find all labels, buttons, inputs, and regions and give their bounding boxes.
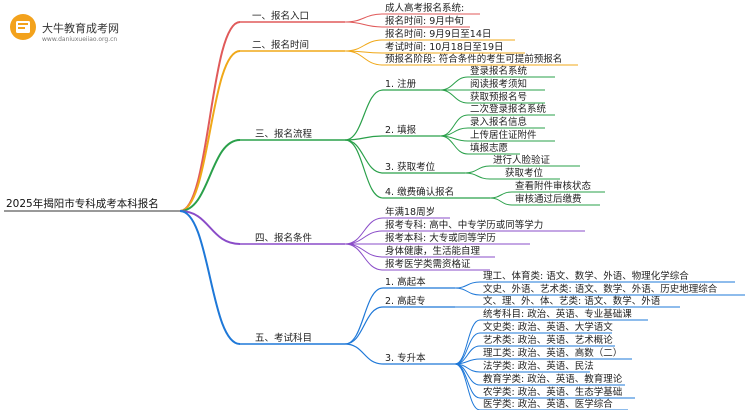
leaf: 法学类: 政治、英语、民法 (483, 361, 594, 372)
leaf: 理工、体育类: 语文、数学、外语、物理化学综合 (483, 271, 689, 282)
leaf-connector (344, 13, 384, 23)
leaf-connector (464, 172, 491, 180)
leaf-connector (464, 165, 491, 174)
sub-high-to-college: 2. 高起专 (385, 296, 426, 307)
branch-connector (179, 210, 241, 345)
leaf: 登录报名系统 (470, 66, 528, 77)
leaf: 报考医学类需资格证 (385, 259, 471, 270)
leaf: 阅读报考须知 (470, 79, 528, 90)
sub-high-to-bachelor: 1. 高起本 (385, 277, 426, 288)
leaf: 预报名阶段: 符合条件的考生可提前预报名 (385, 54, 563, 65)
site-logo: 大牛教育成考网 www.daniuxueiiao.org.cn (8, 12, 168, 52)
leaf: 农学类: 政治、英语、生态学基础 (483, 387, 623, 398)
leaf-connector (344, 50, 384, 66)
leaf: 二次登录报名系统 (470, 104, 547, 115)
leaf-connector (344, 243, 384, 271)
branch-signup-conditions: 四、报名条件 (255, 233, 313, 244)
leaf-connector (344, 230, 384, 245)
branch-connector (179, 21, 241, 212)
leaf-connector (439, 135, 469, 155)
leaf: 文史类: 政治、英语、大学语文 (483, 322, 613, 333)
leaf-connector (489, 197, 513, 206)
leaf: 进行人脸验证 (493, 155, 551, 166)
leaf-connector (489, 191, 513, 199)
branch-signup-time: 二、报名时间 (252, 40, 310, 51)
leaf: 报名时间: 9月9日至14日 (385, 29, 492, 40)
leaf-connector (454, 363, 481, 399)
leaf: 报考本科: 大专或同等学历 (385, 233, 496, 244)
branch-signup-entry: 一、报名入口 (252, 11, 310, 22)
leaf-connector (454, 332, 481, 365)
leaf-connector (439, 76, 469, 91)
leaf: 理工类: 政治、英语、高数（二） (483, 348, 623, 359)
leaf: 年满18周岁 (385, 207, 436, 218)
leaf: 获取考位 (505, 168, 544, 179)
sub-register: 1. 注册 (385, 79, 417, 90)
branch-connector (179, 210, 241, 245)
book-logo-icon (10, 14, 36, 40)
leaf-connector (344, 243, 384, 258)
leaf: 身体健康，生活能自理 (385, 246, 481, 257)
leaf: 报考专科: 高中、中专学历或同等学力 (385, 220, 544, 231)
branch-signup-process: 三、报名流程 (255, 129, 313, 140)
leaf-connector (454, 281, 481, 289)
leaf: 审核通过后缴费 (515, 194, 582, 205)
logo-name: 大牛教育成考网 (42, 22, 119, 35)
sub-connector (344, 89, 384, 141)
leaf: 考试时间: 10月18日至19日 (385, 42, 504, 53)
root-topic: 2025年揭阳市专科成考本科报名 (6, 198, 159, 210)
sub-get-seat: 3. 获取考位 (385, 162, 436, 173)
leaf: 文史、外语、艺术类: 语文、数学、外语、历史地理综合 (483, 284, 718, 295)
leaf: 教育学类: 政治、英语、教育理论 (483, 374, 623, 385)
sub-connector (344, 139, 384, 199)
branch-exam-subjects: 五、考试科目 (255, 333, 313, 344)
leaf: 录入报名信息 (470, 117, 528, 128)
leaf-connector (454, 319, 481, 365)
sub-college-to-bachelor: 3. 专升本 (385, 353, 426, 364)
leaf: 查看附件审核状态 (515, 181, 592, 192)
leaf-connector (439, 114, 469, 137)
leaf: 艺术类: 政治、英语、艺术概论 (483, 335, 613, 346)
leaf-connector (344, 39, 384, 52)
leaf: 文、理、外、体、艺类: 语文、数学、外语 (483, 296, 661, 307)
leaf: 医学类: 政治、英语、医学综合 (483, 399, 613, 410)
leaf-connector (344, 21, 384, 28)
leaf: 报名时间: 9月中旬 (385, 16, 464, 27)
sub-pay: 4. 缴费确认报名 (385, 187, 455, 198)
leaf-connector (454, 287, 481, 296)
leaf: 成人高考报名系统: (385, 3, 465, 14)
leaf: 统考科目: 政治、英语、专业基础课 (483, 309, 632, 320)
sub-connector (344, 287, 384, 345)
leaf-connector (454, 363, 481, 410)
leaf: 填报志愿 (470, 143, 509, 154)
logo-url: www.daniuxueiiao.org.cn (42, 36, 118, 43)
branch-connector (179, 50, 241, 212)
leaf: 获取预报名号 (470, 92, 528, 103)
sub-connector (344, 135, 384, 141)
sub-fill: 2. 填报 (385, 125, 417, 136)
sub-connector (344, 306, 384, 345)
branch-connector (179, 139, 241, 212)
leaf: 上传居住证附件 (470, 130, 537, 141)
leaf-connector (439, 89, 469, 104)
sub-connector (344, 343, 384, 365)
